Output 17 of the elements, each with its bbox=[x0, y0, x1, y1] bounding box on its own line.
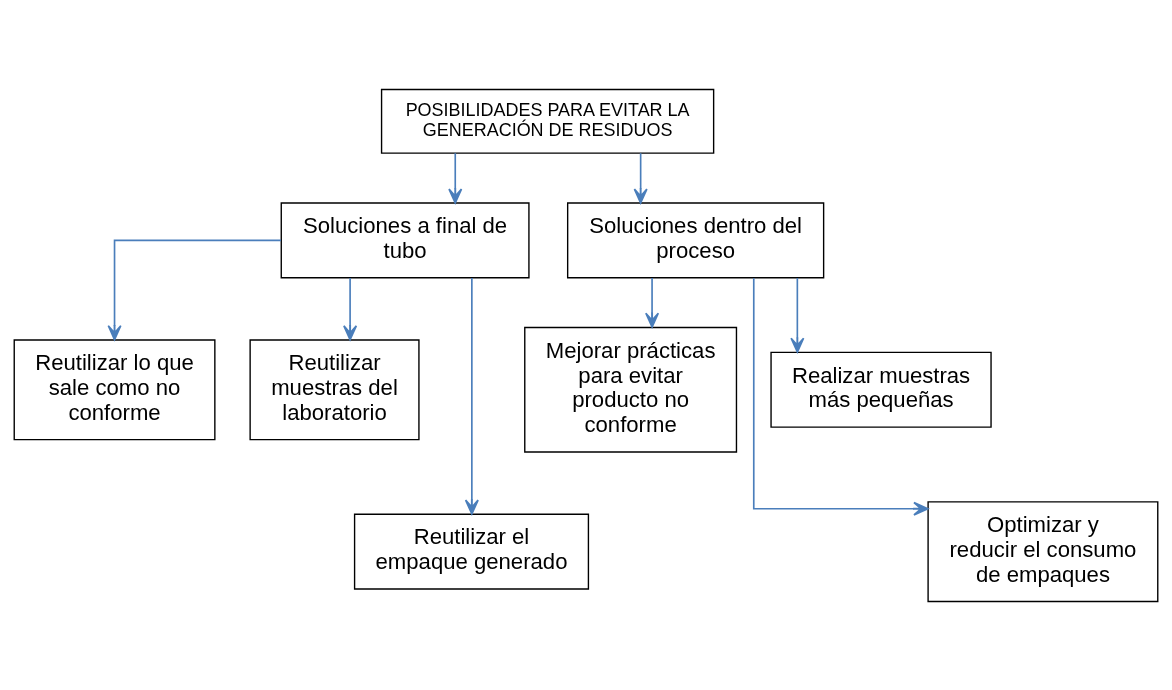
arrow bbox=[633, 151, 648, 204]
node-box: Reutilizar el empaque generado bbox=[353, 513, 590, 590]
node-box: Realizar muestras más pequeñas bbox=[770, 351, 992, 428]
node-box: Soluciones a final de tubo bbox=[280, 201, 530, 278]
node-box: POSIBILIDADES PARA EVITAR LA GENERACIÓN DE RESIDUOS bbox=[380, 88, 715, 154]
arrow bbox=[790, 276, 805, 353]
node-box: Reutilizar muestras del laboratorio bbox=[249, 338, 420, 440]
arrow bbox=[464, 276, 479, 515]
node-box: Optimizar y reducir el consumo de empaques bbox=[927, 500, 1159, 602]
arrow bbox=[448, 151, 463, 204]
arrow bbox=[645, 276, 660, 328]
arrow bbox=[343, 276, 358, 340]
node-box: Mejorar prácticas para evitar producto no conforme bbox=[524, 326, 738, 453]
arrow bbox=[752, 276, 929, 516]
node-box: Soluciones dentro del proceso bbox=[566, 201, 825, 278]
arrow bbox=[107, 239, 282, 340]
node-box: Reutilizar lo que sale como no conforme bbox=[13, 338, 216, 440]
